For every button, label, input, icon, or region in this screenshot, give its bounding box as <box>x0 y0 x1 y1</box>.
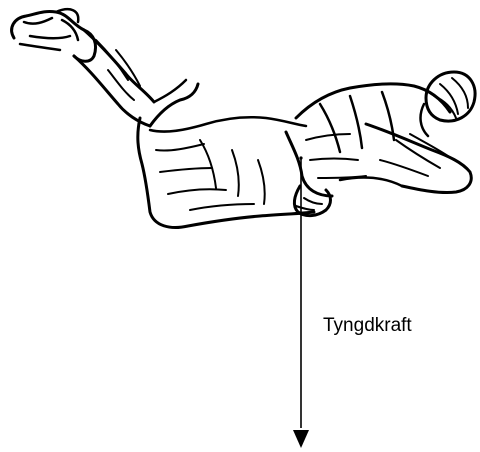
gravity-arrow-head <box>293 430 309 448</box>
gravity-force-label: Tyngdkraft <box>323 315 412 336</box>
skydiver-figure <box>12 9 475 227</box>
